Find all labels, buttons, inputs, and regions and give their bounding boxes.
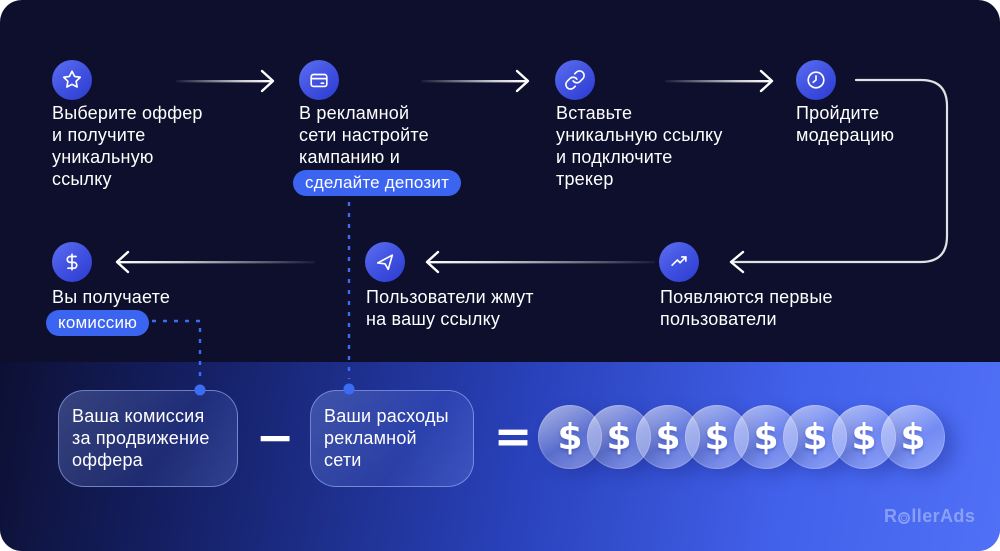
dollar-coin-symbol: $ xyxy=(851,416,877,458)
dollar-coin-symbol: $ xyxy=(655,416,681,458)
dollar-coin: $ xyxy=(587,405,651,469)
arrow-step3-step4 xyxy=(665,69,774,93)
dollar-coin-symbol: $ xyxy=(802,416,828,458)
dollar-coin-symbol: $ xyxy=(704,416,730,458)
arrow-step5-step6 xyxy=(425,250,655,274)
step-text-line: на вашу ссылку xyxy=(366,309,501,329)
step-text-line: Пройдите xyxy=(796,103,880,123)
step-choose-offer-text: Выберите оффер и получите уникальную ссы… xyxy=(52,102,203,190)
dollar-coin: $ xyxy=(538,405,602,469)
step-icon-circle xyxy=(659,242,699,282)
step-text-line: Вы получаете xyxy=(52,287,171,307)
spend-box: Ваши расходы рекламной сети xyxy=(310,390,474,487)
dollar-coin-symbol: $ xyxy=(900,416,926,458)
dollar-coin-symbol: $ xyxy=(557,416,583,458)
dollar-coin-symbol: $ xyxy=(606,416,632,458)
box-text-line: рекламной xyxy=(324,428,417,448)
star-icon xyxy=(62,70,82,88)
deposit-highlight-pill: сделайте депозит xyxy=(293,170,462,196)
dollar-icon xyxy=(66,253,78,271)
coins-row: $ $ $ $ $ $ $ $ xyxy=(538,405,945,469)
step-text-line: Выберите оффер xyxy=(52,103,203,123)
step-text-line: уникальную xyxy=(52,147,154,167)
commission-highlight-pill: комиссию xyxy=(46,310,150,336)
minus-operator: − xyxy=(255,410,295,464)
step-text-line: модерацию xyxy=(796,125,895,145)
step-text-line: Пользователи жмут xyxy=(366,287,534,307)
step-text-line: Появляются первые xyxy=(660,287,833,307)
box-text-line: за продвижение xyxy=(72,428,210,448)
clock-icon xyxy=(807,71,825,89)
dollar-coin: $ xyxy=(881,405,945,469)
commission-box: Ваша комиссия за продвижение оффера xyxy=(58,390,238,487)
step-users-click-text: Пользователи жмут на вашу ссылку xyxy=(366,286,534,330)
logo-suffix: llerAds xyxy=(911,506,976,526)
step-icon-circle xyxy=(52,242,92,282)
arrow-step2-step3 xyxy=(421,69,530,93)
box-text-line: Ваши расходы xyxy=(324,406,449,426)
step-insert-link-text: Вставьте уникальную ссылку и подключите … xyxy=(556,102,723,190)
step-text-line: пользователи xyxy=(660,309,777,329)
step-text-line: ссылку xyxy=(52,169,112,189)
step-text-line: и подключите xyxy=(556,147,673,167)
step-icon-circle xyxy=(555,60,595,100)
step-text-line: кампанию и xyxy=(299,147,400,167)
step-icon-circle xyxy=(365,242,405,282)
step-icon-circle xyxy=(52,60,92,100)
equals-operator: = xyxy=(493,409,533,463)
step-first-users-text: Появляются первые пользователи xyxy=(660,286,833,330)
link-icon xyxy=(565,70,585,90)
step-text-line: В рекламной xyxy=(299,103,410,123)
dollar-coin: $ xyxy=(734,405,798,469)
step-icon-circle xyxy=(299,60,339,100)
step-icon-circle xyxy=(796,60,836,100)
arrow-step6-step7 xyxy=(115,250,315,274)
step-get-commission-text: Вы получаете комиссию xyxy=(46,286,171,336)
arrow-step1-step2 xyxy=(176,69,275,93)
dollar-coin-symbol: $ xyxy=(753,416,779,458)
credit-card-icon xyxy=(310,73,328,88)
box-text-line: Ваша комиссия xyxy=(72,406,205,426)
step-setup-campaign-text: В рекламной сети настройте кампанию и сд… xyxy=(293,102,462,196)
logo-prefix: R xyxy=(884,506,898,526)
dollar-coin: $ xyxy=(685,405,749,469)
step-text-line: и получите xyxy=(52,125,146,145)
step-moderation-text: Пройдите модерацию xyxy=(796,102,894,146)
step-text-line: сети настройте xyxy=(299,125,429,145)
box-text-line: оффера xyxy=(72,450,143,470)
step-text-line: Вставьте xyxy=(556,103,633,123)
cursor-icon xyxy=(376,254,394,271)
box-text-line: сети xyxy=(324,450,362,470)
step-text-line: уникальную ссылку xyxy=(556,125,723,145)
rollerads-logo: R llerAds xyxy=(884,506,975,527)
trending-up-icon xyxy=(671,256,687,267)
target-icon xyxy=(898,511,911,524)
step-text-line: трекер xyxy=(556,169,614,189)
